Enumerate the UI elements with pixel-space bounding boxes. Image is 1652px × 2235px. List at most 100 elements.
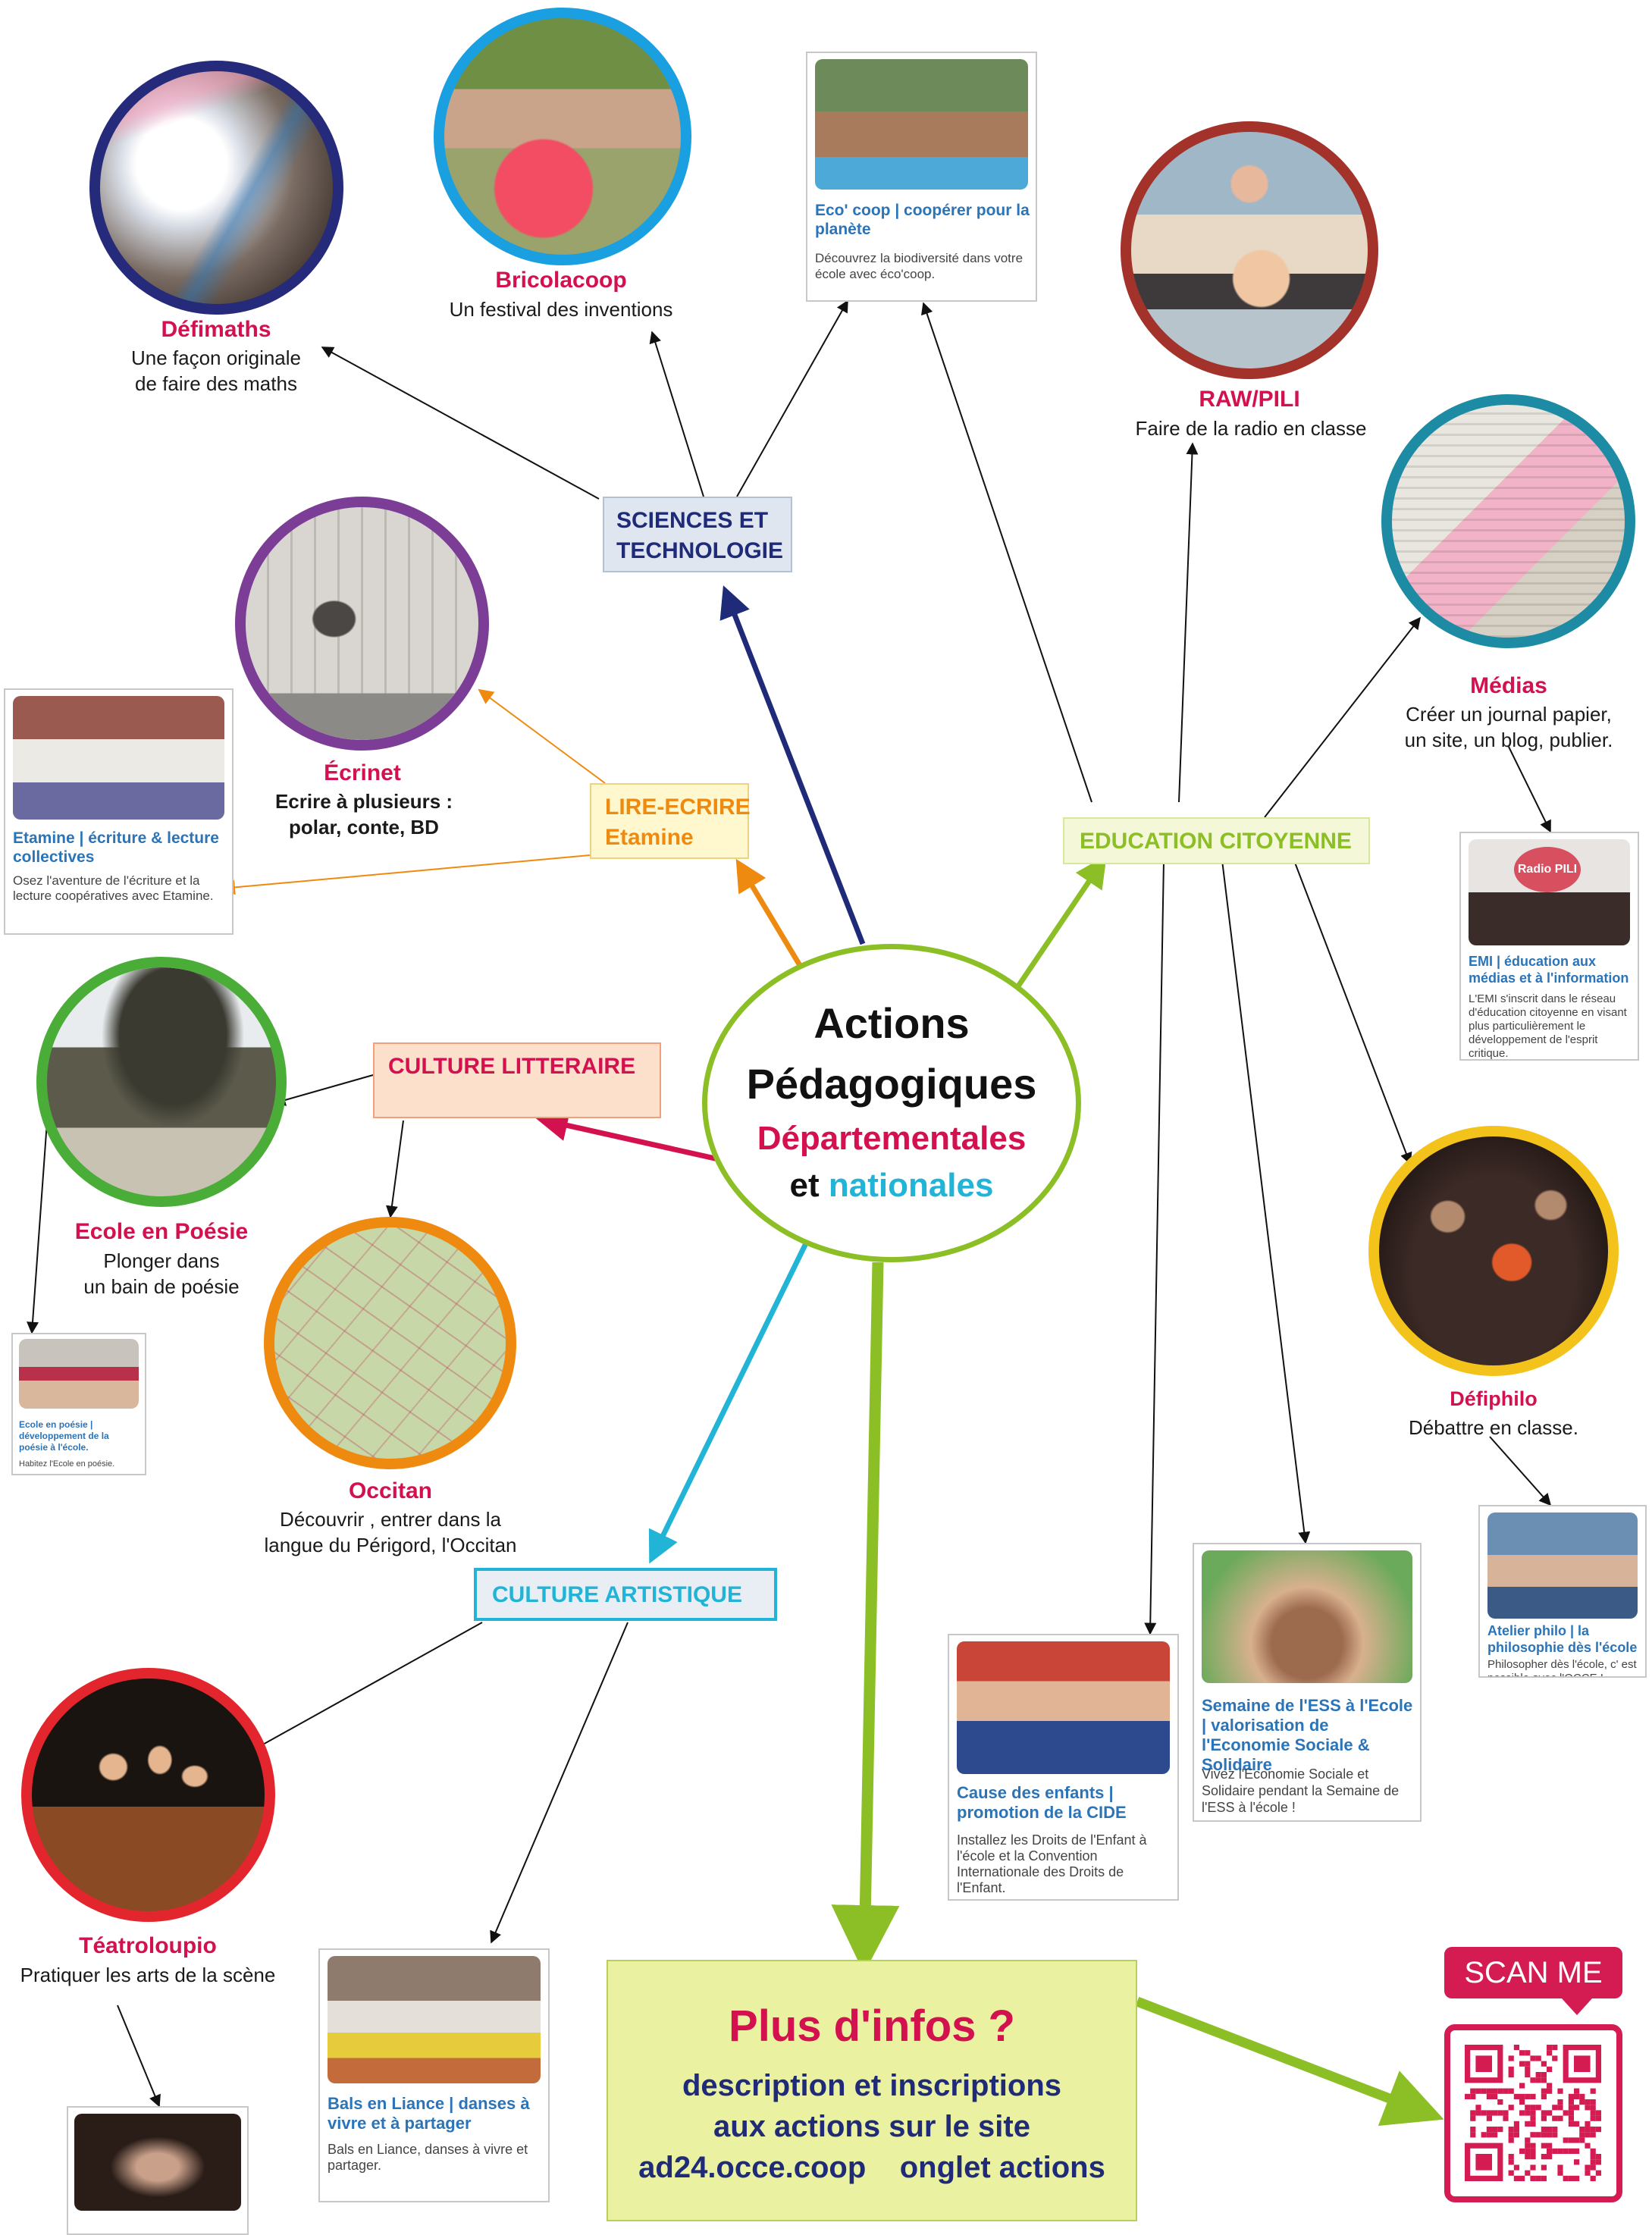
qr-module [1557, 2170, 1563, 2176]
bricolacoop-desc: Un festival des inventions [449, 298, 673, 321]
qr-module [1579, 2127, 1585, 2133]
qr-module [1481, 2132, 1487, 2138]
qr-module [1503, 2115, 1509, 2121]
qr-module [1508, 2127, 1514, 2133]
qr-module [1497, 2110, 1503, 2116]
qr-module [1568, 2105, 1574, 2111]
qr-module [1481, 2110, 1487, 2116]
teatroloupio-photo[interactable] [21, 1668, 275, 1922]
qr-module [1486, 2115, 1492, 2121]
qr-module [1475, 2154, 1492, 2171]
bricolacoop-photo[interactable] [434, 8, 691, 265]
qr-module [1585, 2170, 1591, 2176]
occitan-map-lines [274, 1227, 506, 1459]
qr-module [1590, 2105, 1596, 2111]
qr-module [1579, 2093, 1585, 2099]
qr-module [1595, 2159, 1601, 2165]
qr-module [1579, 2099, 1585, 2105]
central-et: et [789, 1167, 820, 1204]
qr-module [1513, 2045, 1519, 2051]
defiphilo-photo[interactable] [1368, 1126, 1619, 1376]
qr-module [1470, 2127, 1476, 2133]
qr-module [1568, 2110, 1574, 2116]
occitan-desc-line1: Découvrir , entrer dans la [280, 1508, 501, 1531]
qr-module [1497, 2088, 1503, 2094]
qr-module [1470, 2115, 1476, 2121]
qr-module [1508, 2159, 1514, 2165]
qr-module [1530, 2164, 1536, 2171]
category-lire-ecrire[interactable]: LIRE-ECRIRE Etamine [590, 783, 751, 859]
category-sciences-technologie[interactable]: SCIENCES ET TECHNOLOGIE [603, 497, 792, 572]
qr-module [1547, 2110, 1553, 2116]
card-teatroloupio-image [74, 2114, 241, 2211]
qr-module [1590, 2099, 1596, 2105]
ecrinet-photo[interactable] [235, 497, 489, 751]
occitan-map[interactable] [264, 1217, 516, 1469]
ecole-poesie-photo[interactable] [36, 957, 287, 1207]
qr-module [1552, 2115, 1558, 2121]
card-cide[interactable]: Cause des enfants | promotion de la CIDE… [948, 1634, 1179, 1901]
medias-photo[interactable] [1381, 394, 1635, 648]
qr-module [1525, 2143, 1531, 2149]
qr-module [1585, 2099, 1591, 2105]
qr-module [1568, 2115, 1574, 2121]
card-poesie[interactable]: Ecole en poésie | développement de la po… [11, 1333, 146, 1475]
qr-module [1568, 2121, 1574, 2127]
qr-module [1552, 2127, 1558, 2133]
qr-module [1557, 2164, 1563, 2171]
qr-module [1492, 2110, 1498, 2116]
central-node: Actions Pédagogiques Départementales et … [702, 944, 1081, 1262]
qr-module [1574, 2159, 1580, 2165]
qr-module [1519, 2061, 1525, 2067]
qr-module [1557, 2099, 1563, 2105]
category-education-citoyenne[interactable]: EDUCATION CITOYENNE [1063, 817, 1370, 864]
info-line3[interactable]: ad24.occe.coop onglet actions [638, 2151, 1105, 2184]
qr-module [1525, 2072, 1531, 2078]
category-culture-litteraire[interactable]: CULTURE LITTERAIRE [373, 1042, 661, 1118]
card-philo-text: Philosopher dès l'école, c' est possible… [1487, 1658, 1637, 1676]
qr-module [1535, 2175, 1541, 2181]
qr-code-pattern [1465, 2045, 1601, 2181]
card-ess[interactable]: Semaine de l'ESS à l'Ecole | valorisatio… [1193, 1543, 1422, 1822]
qr-module [1497, 2127, 1503, 2133]
qr-module [1547, 2066, 1553, 2072]
ecole-poesie-tree [47, 967, 276, 1196]
qr-module [1465, 2093, 1471, 2099]
qr-module [1541, 2110, 1547, 2116]
qr-module [1525, 2066, 1531, 2072]
qr-module [1535, 2132, 1541, 2138]
ecrinet-desc-line2: polar, conte, BD [289, 816, 439, 839]
qr-module [1530, 2121, 1536, 2127]
rawpili-photo[interactable] [1121, 121, 1378, 379]
scan-me-label: SCAN ME [1444, 1947, 1622, 1998]
qr-module [1590, 2154, 1596, 2160]
qr-module [1568, 2137, 1574, 2143]
card-teatroloupio[interactable] [67, 2106, 249, 2235]
qr-module [1568, 2093, 1574, 2099]
card-emi[interactable]: Radio PILI EMI | éducation aux médias et… [1459, 832, 1639, 1061]
qr-module [1541, 2132, 1547, 2138]
card-bals[interactable]: Bals en Liance | danses à vivre et à par… [318, 1948, 550, 2202]
card-poesie-title: Ecole en poésie | développement de la po… [19, 1419, 109, 1453]
qr-module [1486, 2127, 1492, 2133]
card-etamine[interactable]: Etamine | écriture & lecture collectives… [4, 688, 234, 935]
qr-module [1486, 2110, 1492, 2116]
card-ecocoop[interactable]: Eco' coop | coopérer pour la planète Déc… [806, 52, 1037, 302]
qr-module [1557, 2088, 1563, 2094]
qr-module [1595, 2110, 1601, 2116]
card-philo[interactable]: Atelier philo | la philosophie dès l'éco… [1478, 1505, 1647, 1678]
bricolacoop-balloon [444, 18, 681, 255]
defimaths-photo[interactable] [89, 61, 343, 315]
info-box: Plus d'infos ? description et inscriptio… [607, 1960, 1137, 2221]
qr-module [1563, 2110, 1569, 2116]
qr-module [1519, 2050, 1525, 2056]
central-title-line3: Départementales [757, 1120, 1027, 1157]
qr-module [1525, 2154, 1531, 2160]
qr-code[interactable] [1444, 2024, 1622, 2202]
qr-module [1525, 2121, 1531, 2127]
defimaths-desc-line1: Une façon originale [130, 346, 302, 369]
category-culture-artistique[interactable]: CULTURE ARTISTIQUE [474, 1568, 777, 1621]
qr-module [1585, 2105, 1591, 2111]
qr-module [1475, 2055, 1492, 2072]
ecole-poesie-desc-line1: Plonger dans [103, 1249, 220, 1272]
